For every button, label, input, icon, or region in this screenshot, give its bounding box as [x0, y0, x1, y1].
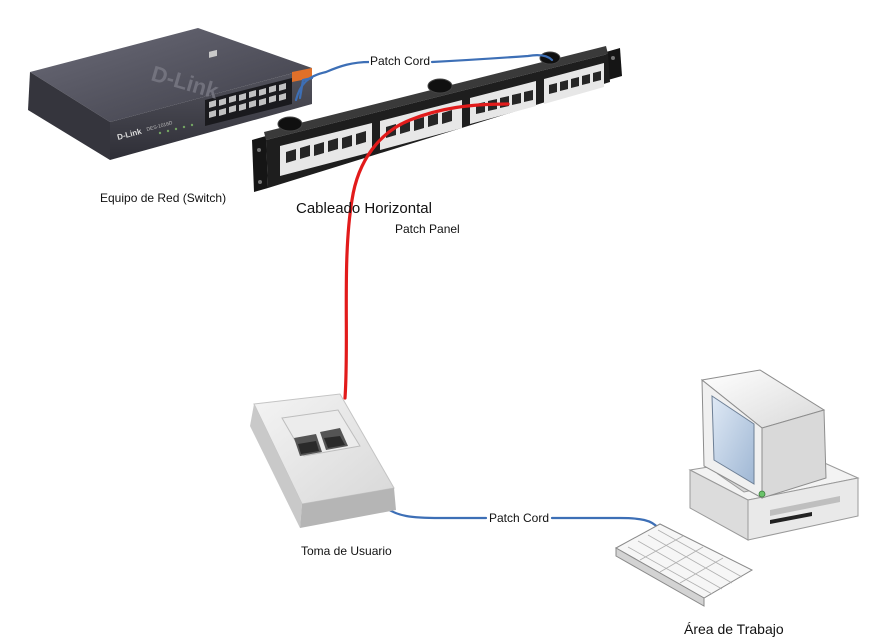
user-outlet-label: Toma de Usuario	[301, 544, 392, 558]
horizontal-cable	[343, 102, 510, 400]
switch-label: Equipo de Red (Switch)	[100, 191, 227, 205]
rack-ear-right	[606, 48, 622, 80]
keyboard	[614, 523, 754, 607]
work-area-label: Área de Trabajo	[684, 621, 784, 637]
user-outlet	[250, 393, 396, 528]
workstation-computer	[614, 369, 860, 607]
patch-cord-top	[294, 54, 554, 102]
patch-cord-top-label: Patch Cord	[369, 54, 432, 68]
patch-panel-label: Patch Panel	[395, 222, 460, 236]
network-switch: D-Link D-Link DES-1016D	[28, 28, 312, 160]
patch-cord-bottom-label: Patch Cord	[488, 511, 551, 525]
switch-ports	[205, 49, 292, 126]
outlet-jacks	[294, 428, 348, 456]
rack-ear-left	[252, 136, 268, 192]
horizontal-cabling-label: Cableado Horizontal	[296, 200, 432, 217]
monitor-screen	[711, 395, 755, 485]
